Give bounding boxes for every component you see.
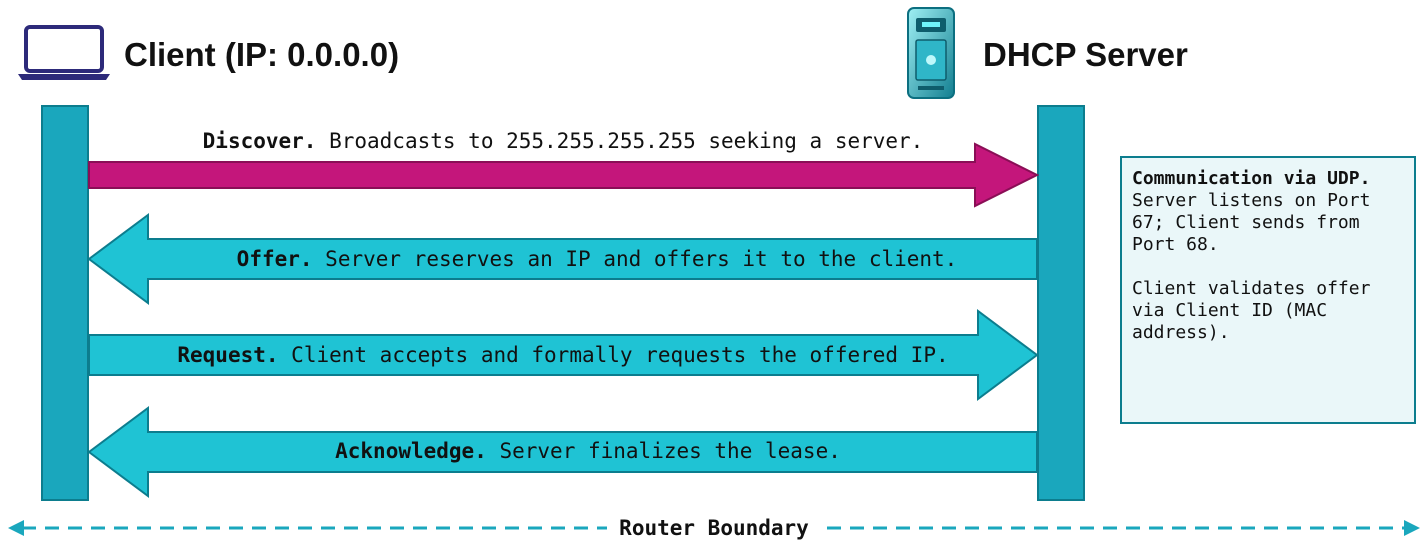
client-title: Client (IP: 0.0.0.0) <box>124 36 400 73</box>
boundary-arrow-left <box>8 520 24 536</box>
discover-arrow <box>88 142 1040 208</box>
offer-name: Offer. <box>236 247 313 271</box>
server-lifeline <box>1037 105 1085 501</box>
note-heading: Communication via UDP. <box>1132 168 1371 189</box>
acknowledge-label: Acknowledge. Server finalizes the lease. <box>89 441 1037 462</box>
server-tower-icon <box>907 7 955 99</box>
client-lifeline <box>41 105 89 501</box>
boundary-arrow-right <box>1404 520 1420 536</box>
note-line2: Client validates offer via Client ID (MA… <box>1132 278 1371 343</box>
laptop-icon <box>18 25 110 80</box>
discover-text: Broadcasts to 255.255.255.255 seeking a … <box>316 129 924 153</box>
router-boundary-label: Router Boundary <box>607 516 821 540</box>
request-arrow <box>88 309 1039 401</box>
offer-label: Offer. Server reserves an IP and offers … <box>89 249 1037 270</box>
acknowledge-arrow <box>87 406 1038 498</box>
offer-text: Server reserves an IP and offers it to t… <box>312 247 958 271</box>
note-line1: Server listens on Port 67; Client sends … <box>1132 190 1371 255</box>
offer-arrow <box>87 213 1038 305</box>
acknowledge-text: Server finalizes the lease. <box>486 439 841 463</box>
request-text: Client accepts and formally requests the… <box>278 343 949 367</box>
discover-label: Discover. Broadcasts to 255.255.255.255 … <box>89 131 1037 152</box>
server-title: DHCP Server <box>983 36 1188 73</box>
acknowledge-name: Acknowledge. <box>335 439 487 463</box>
udp-note: Communication via UDP. Server listens on… <box>1120 156 1416 424</box>
request-name: Request. <box>177 343 279 367</box>
request-label: Request. Client accepts and formally req… <box>89 345 1037 366</box>
discover-name: Discover. <box>202 129 317 153</box>
